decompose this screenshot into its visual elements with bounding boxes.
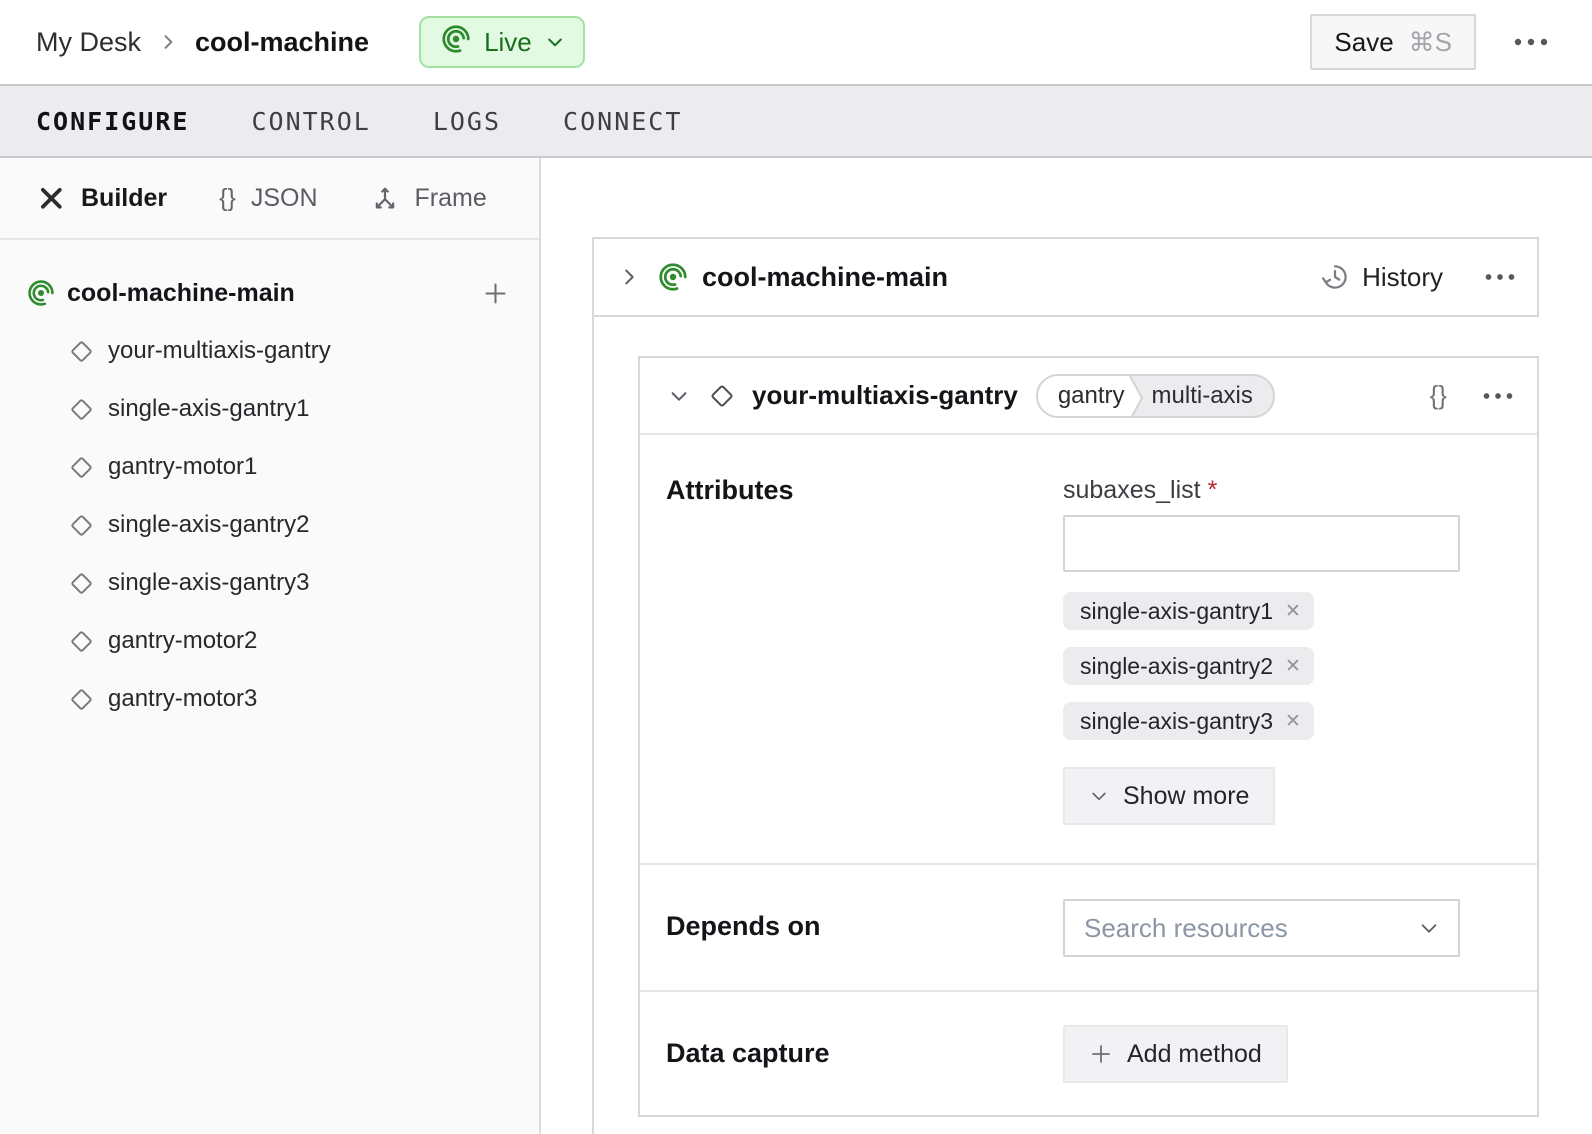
chevron-down-icon [1089,786,1109,806]
tree-item-label: gantry-motor3 [108,685,258,712]
part-title: cool-machine-main [702,261,949,292]
card-connector-line [592,317,594,1134]
broadcast-icon [441,24,471,61]
save-label: Save [1334,26,1394,57]
braces-icon: {} [219,183,236,212]
field-label: subaxes_list* [1063,476,1218,504]
show-more-button[interactable]: Show more [1063,767,1276,825]
subaxes-input[interactable] [1063,515,1460,572]
mode-frame-label: Frame [414,183,487,212]
tree-item-label: single-axis-gantry3 [108,569,310,596]
tab-configure[interactable]: CONFIGURE [36,106,190,136]
badge-type: gantry [1037,375,1129,416]
component-diamond-icon [68,396,95,423]
tab-control[interactable]: CONTROL [251,106,371,136]
badge-model: multi-axis [1151,381,1253,409]
part-header-card: cool-machine-main History [592,237,1539,317]
config-sidebar: Builder {} JSON Frame [0,158,541,1134]
live-label: Live [484,26,532,57]
mode-json[interactable]: {} JSON [219,184,317,213]
component-card: your-multiaxis-gantry gantry multi-axis … [638,356,1539,1117]
resource-tree: cool-machine-main your-multiaxis-gantry … [0,240,539,728]
tab-connect[interactable]: CONNECT [563,106,683,136]
chip-single-axis-gantry2: single-axis-gantry2 ✕ [1063,647,1314,685]
frame-axes-icon [370,183,400,213]
tree-root-part[interactable]: cool-machine-main [0,264,539,322]
history-label: History [1362,261,1443,292]
top-bar: My Desk cool-machine Live Save ⌘S [0,0,1592,84]
overflow-menu-button[interactable] [1514,38,1548,46]
tree-item-your-multiaxis-gantry[interactable]: your-multiaxis-gantry [0,322,539,380]
chevron-down-icon [545,32,565,52]
required-marker: * [1207,476,1218,504]
depends-on-section: Depends on Search resources [640,863,1537,990]
main-tab-bar: CONFIGURE CONTROL LOGS CONNECT [0,84,1592,158]
chevron-down-icon [1418,917,1440,939]
component-diamond-icon [708,382,736,410]
tree-item-gantry-motor2[interactable]: gantry-motor2 [0,612,539,670]
breadcrumb-root[interactable]: My Desk [36,26,142,57]
add-method-button[interactable]: Add method [1063,1025,1288,1083]
component-type-badge: gantry multi-axis [1035,373,1275,418]
braces-icon[interactable]: {} [1429,380,1447,410]
badge-divider [1128,375,1143,416]
save-shortcut: ⌘S [1408,26,1452,57]
broadcast-icon [27,279,55,307]
view-mode-toggle: Builder {} JSON Frame [0,158,539,240]
tree-item-label: gantry-motor2 [108,627,258,654]
part-menu-button[interactable] [1485,273,1515,281]
tree-item-label: single-axis-gantry2 [108,511,310,538]
tree-item-single-axis-gantry1[interactable]: single-axis-gantry1 [0,380,539,438]
config-canvas: cool-machine-main History [541,158,1592,1134]
component-diamond-icon [68,570,95,597]
plus-icon [1089,1042,1113,1066]
tree-item-single-axis-gantry3[interactable]: single-axis-gantry3 [0,554,539,612]
component-diamond-icon [68,686,95,713]
history-button[interactable]: History [1320,262,1443,293]
collapse-component-button[interactable] [668,385,690,407]
breadcrumb-current: cool-machine [195,26,370,57]
tree-item-gantry-motor3[interactable]: gantry-motor3 [0,670,539,728]
save-button[interactable]: Save ⌘S [1310,14,1476,70]
component-menu-button[interactable] [1483,392,1513,400]
broadcast-icon [658,262,688,292]
chip-single-axis-gantry3: single-axis-gantry3 ✕ [1063,702,1314,740]
tree-item-gantry-motor1[interactable]: gantry-motor1 [0,438,539,496]
tree-root-label: cool-machine-main [67,278,295,307]
remove-chip-icon[interactable]: ✕ [1285,655,1301,677]
history-icon [1320,262,1350,292]
tree-item-label: your-multiaxis-gantry [108,337,331,364]
component-title: your-multiaxis-gantry [752,380,1018,410]
data-capture-label: Data capture [666,1038,830,1068]
mode-builder[interactable]: Builder [36,183,167,213]
mode-json-label: JSON [250,183,318,212]
mode-builder-label: Builder [81,183,168,212]
component-card-header: your-multiaxis-gantry gantry multi-axis … [640,358,1537,435]
tree-item-label: gantry-motor1 [108,453,258,480]
topbar-actions: Save ⌘S [1310,14,1548,70]
component-diamond-icon [68,512,95,539]
mode-frame[interactable]: Frame [370,183,487,213]
attributes-section: Attributes subaxes_list* single-axis-gan… [640,435,1537,863]
expand-part-button[interactable] [618,266,640,288]
workspace: Builder {} JSON Frame [0,158,1592,1134]
depends-on-select[interactable]: Search resources [1063,899,1460,957]
select-placeholder: Search resources [1084,912,1288,943]
component-diamond-icon [68,338,95,365]
component-diamond-icon [68,454,95,481]
remove-chip-icon[interactable]: ✕ [1285,600,1301,622]
remove-chip-icon[interactable]: ✕ [1285,710,1301,732]
component-diamond-icon [68,628,95,655]
tab-logs[interactable]: LOGS [432,106,502,136]
breadcrumb-chevron-icon [158,32,178,52]
depends-on-label: Depends on [666,911,821,941]
attributes-label: Attributes [666,475,794,505]
live-status-dropdown[interactable]: Live [419,16,585,68]
data-capture-section: Data capture Add method [640,990,1537,1117]
add-component-button[interactable] [482,280,509,307]
tools-icon [36,183,66,213]
tree-item-label: single-axis-gantry1 [108,395,310,422]
chip-single-axis-gantry1: single-axis-gantry1 ✕ [1063,592,1314,630]
tree-item-single-axis-gantry2[interactable]: single-axis-gantry2 [0,496,539,554]
